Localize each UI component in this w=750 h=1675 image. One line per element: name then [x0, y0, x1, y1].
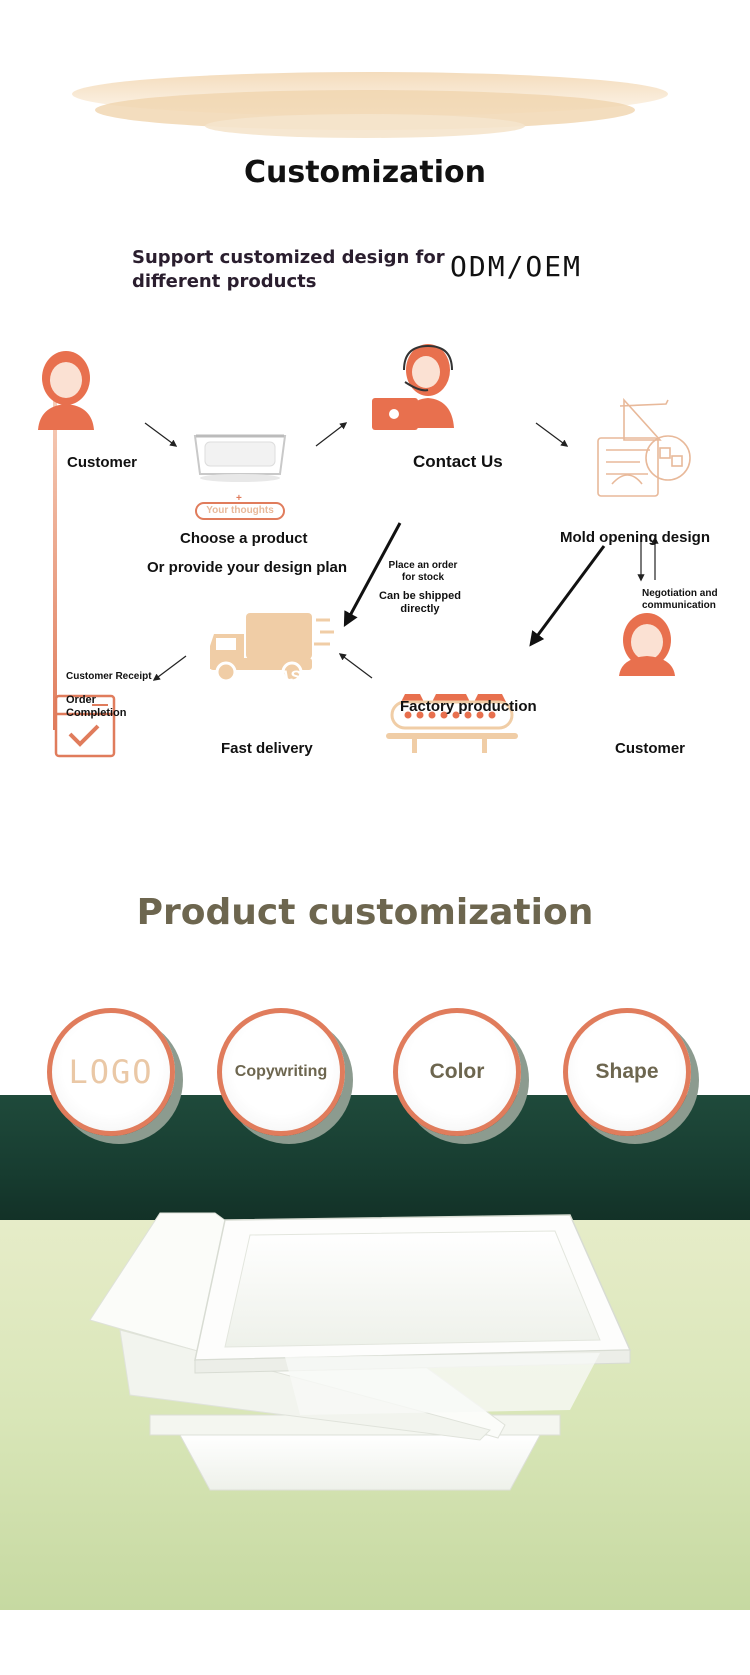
- tray-product-icon: [193, 434, 287, 482]
- option-logo[interactable]: LOGO: [47, 1008, 175, 1136]
- mold-design-icon: [597, 397, 691, 497]
- contact-us-label: Contact Us: [413, 452, 503, 471]
- option-copywriting-label: Copywriting: [234, 1063, 328, 1080]
- design-plan-label: Or provide your design plan: [147, 559, 348, 576]
- option-shape-label: Shape: [595, 1060, 659, 1083]
- delivery-truck-icon: [210, 613, 334, 683]
- place-order-label: Place an order for stock: [388, 560, 458, 583]
- page-title: Customization: [243, 155, 487, 190]
- plus-sign: +: [236, 493, 242, 504]
- customer-right-label: Customer: [615, 740, 686, 757]
- fast-label: FAST: [268, 667, 312, 686]
- option-logo-label: LOGO: [68, 1053, 154, 1091]
- customer-receipt-label: Customer Receipt: [66, 671, 152, 682]
- arrow-mold-to-factory: [529, 545, 606, 647]
- your-thoughts-label: Your thoughts: [206, 505, 274, 516]
- support-agent-icon: [372, 344, 454, 430]
- factory-conveyor-icon: [386, 694, 518, 753]
- customer-label: Customer: [67, 454, 138, 471]
- timeline-line: [53, 400, 57, 730]
- mold-design-label: Mold opening design: [560, 529, 710, 546]
- option-color[interactable]: Color: [393, 1008, 521, 1136]
- your-thoughts-badge: [195, 502, 285, 520]
- product-photo-trays: [89, 1212, 632, 1491]
- customer-right-avatar-icon: [619, 613, 675, 676]
- customer-avatar-icon: [38, 351, 94, 430]
- arrow-customer-to-product: [144, 422, 178, 447]
- arrow-product-to-contact: [315, 422, 348, 447]
- option-shape[interactable]: Shape: [563, 1008, 691, 1136]
- product-customization-title: Product customization: [136, 892, 594, 933]
- support-text: Support customized design for different …: [132, 247, 445, 292]
- choose-product-label: Choose a product: [180, 530, 308, 547]
- arrow-contact-to-delivery: [343, 522, 402, 627]
- arrow-contact-to-mold: [535, 422, 569, 447]
- factory-production-label: Factory production: [400, 698, 537, 715]
- tray-decoration: [72, 72, 668, 138]
- odm-oem-label: ODM/OEM: [450, 250, 583, 283]
- option-color-label: Color: [429, 1060, 485, 1083]
- option-copywriting[interactable]: Copywriting: [217, 1008, 345, 1136]
- negotiation-label: Negotiation and communication: [642, 588, 718, 611]
- order-completion-label: Order Completion: [66, 694, 127, 719]
- shipped-directly-label: Can be shipped directly: [379, 590, 461, 615]
- arrow-factory-to-delivery: [338, 653, 373, 679]
- order-box-icon: [54, 694, 116, 758]
- fast-delivery-label: Fast delivery: [221, 740, 313, 757]
- process-flow-diagram: [38, 344, 691, 758]
- arrow-delivery-to-receipt: [152, 655, 187, 681]
